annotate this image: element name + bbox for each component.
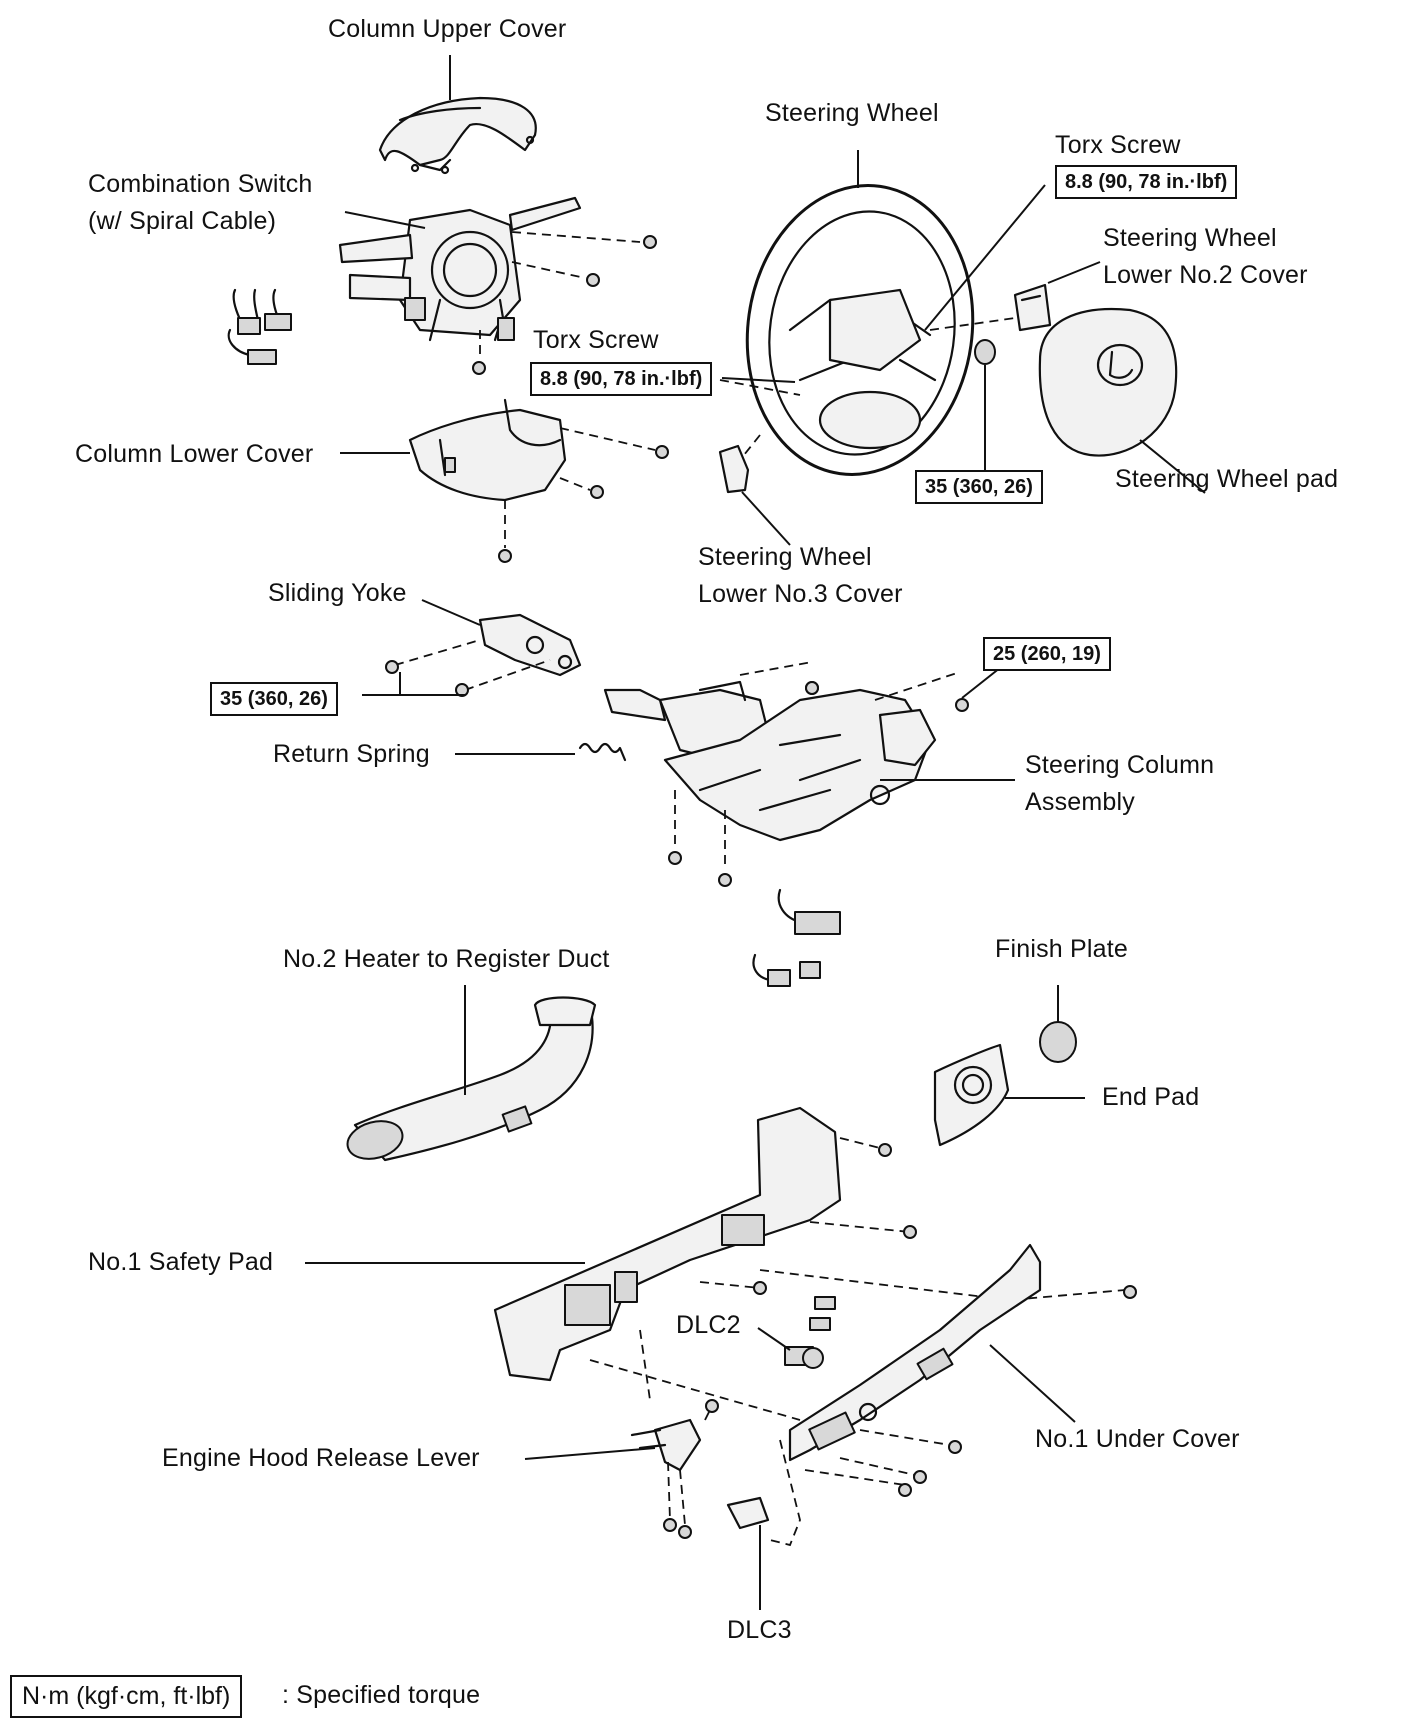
- sliding-yoke-leader: [421, 599, 481, 626]
- no3-cover-leader: [741, 491, 791, 546]
- label-steering-column-assembly: Steering Column: [1025, 751, 1215, 779]
- torx-left-leader: [721, 377, 796, 383]
- steering-column-assembly-part: [603, 680, 937, 842]
- label-column-upper-cover: Column Upper Cover: [328, 15, 567, 43]
- label-sw-lower-no3-cover: Steering Wheel: [698, 543, 872, 571]
- under-cover-leader: [989, 1344, 1076, 1423]
- torque-box-column-nut: 25 (260, 19): [983, 637, 1111, 671]
- column-upper-cover-part: [378, 96, 537, 175]
- label-return-spring: Return Spring: [273, 740, 430, 768]
- label-no1-under-cover: No.1 Under Cover: [1035, 1425, 1240, 1453]
- label-sliding-yoke: Sliding Yoke: [268, 579, 407, 607]
- column-lower-cover-part: [408, 398, 567, 502]
- torque-box-wheel-nut: 35 (360, 26): [915, 470, 1043, 504]
- label-sw-lower-no2-cover: Steering Wheel: [1103, 224, 1277, 252]
- label-no2-heater-duct: No.2 Heater to Register Duct: [283, 945, 610, 973]
- engine-hood-release-lever-part: [630, 1418, 702, 1472]
- torx-right-leader: [924, 184, 1046, 331]
- return-spring-part: [578, 742, 627, 762]
- no2-heater-duct-part: [346, 996, 597, 1162]
- label-dlc2: DLC2: [676, 1311, 741, 1339]
- combination-switch-leader: [344, 211, 426, 229]
- hood-lever-leader: [524, 1447, 656, 1460]
- torque-box-sliding-yoke: 35 (360, 26): [210, 682, 338, 716]
- torque-box-torx-left: 8.8 (90, 78 in.·lbf): [530, 362, 713, 396]
- label-dlc3: DLC3: [727, 1616, 792, 1644]
- label-combination-switch: Combination Switch: [88, 170, 313, 198]
- no2-cover-leader: [1047, 261, 1101, 284]
- label-steering-wheel-pad: Steering Wheel pad: [1115, 465, 1339, 493]
- label-sw-lower-no2-cover-sub: Lower No.2 Cover: [1103, 261, 1308, 289]
- label-no1-safety-pad: No.1 Safety Pad: [88, 1248, 274, 1276]
- steering-wheel-pad-part: [1038, 308, 1178, 457]
- label-end-pad: End Pad: [1102, 1083, 1200, 1111]
- sw-lower-no2-cover-part: [1013, 283, 1052, 332]
- steering-wheel-part: [745, 184, 975, 476]
- label-combination-switch-sub: (w/ Spiral Cable): [88, 207, 277, 235]
- label-torx-screw-left: Torx Screw: [533, 326, 659, 354]
- label-torx-screw-right: Torx Screw: [1055, 131, 1181, 159]
- no1-safety-pad-part: [493, 1106, 842, 1382]
- pad-leader: [1139, 439, 1206, 494]
- label-engine-hood-release-lever: Engine Hood Release Lever: [162, 1444, 480, 1472]
- finish-plate-part: [1039, 1021, 1077, 1063]
- label-steering-wheel: Steering Wheel: [765, 99, 939, 127]
- torque-box-torx-right: 8.8 (90, 78 in.·lbf): [1055, 165, 1238, 199]
- sliding-yoke-part: [478, 613, 582, 677]
- label-steering-column-assembly-sub: Assembly: [1025, 788, 1135, 816]
- label-sw-lower-no3-cover-sub: Lower No.3 Cover: [698, 580, 903, 608]
- legend-unit-box: N·m (kgf·cm, ft·lbf): [10, 1675, 243, 1718]
- combination-switch-part: [227, 196, 582, 365]
- label-column-lower-cover: Column Lower Cover: [75, 440, 314, 468]
- no1-under-cover-part: [788, 1243, 1042, 1462]
- sw-lower-no3-cover-part: [718, 444, 750, 494]
- end-pad-part: [933, 1043, 1010, 1147]
- dlc3-connector-part: [726, 1496, 770, 1530]
- wire-harness-connectors: [752, 888, 841, 987]
- label-finish-plate: Finish Plate: [995, 935, 1129, 963]
- dlc2-connector-part: [784, 1296, 836, 1369]
- legend-caption: : Specified torque: [282, 1681, 481, 1709]
- dlc2-leader: [757, 1327, 791, 1351]
